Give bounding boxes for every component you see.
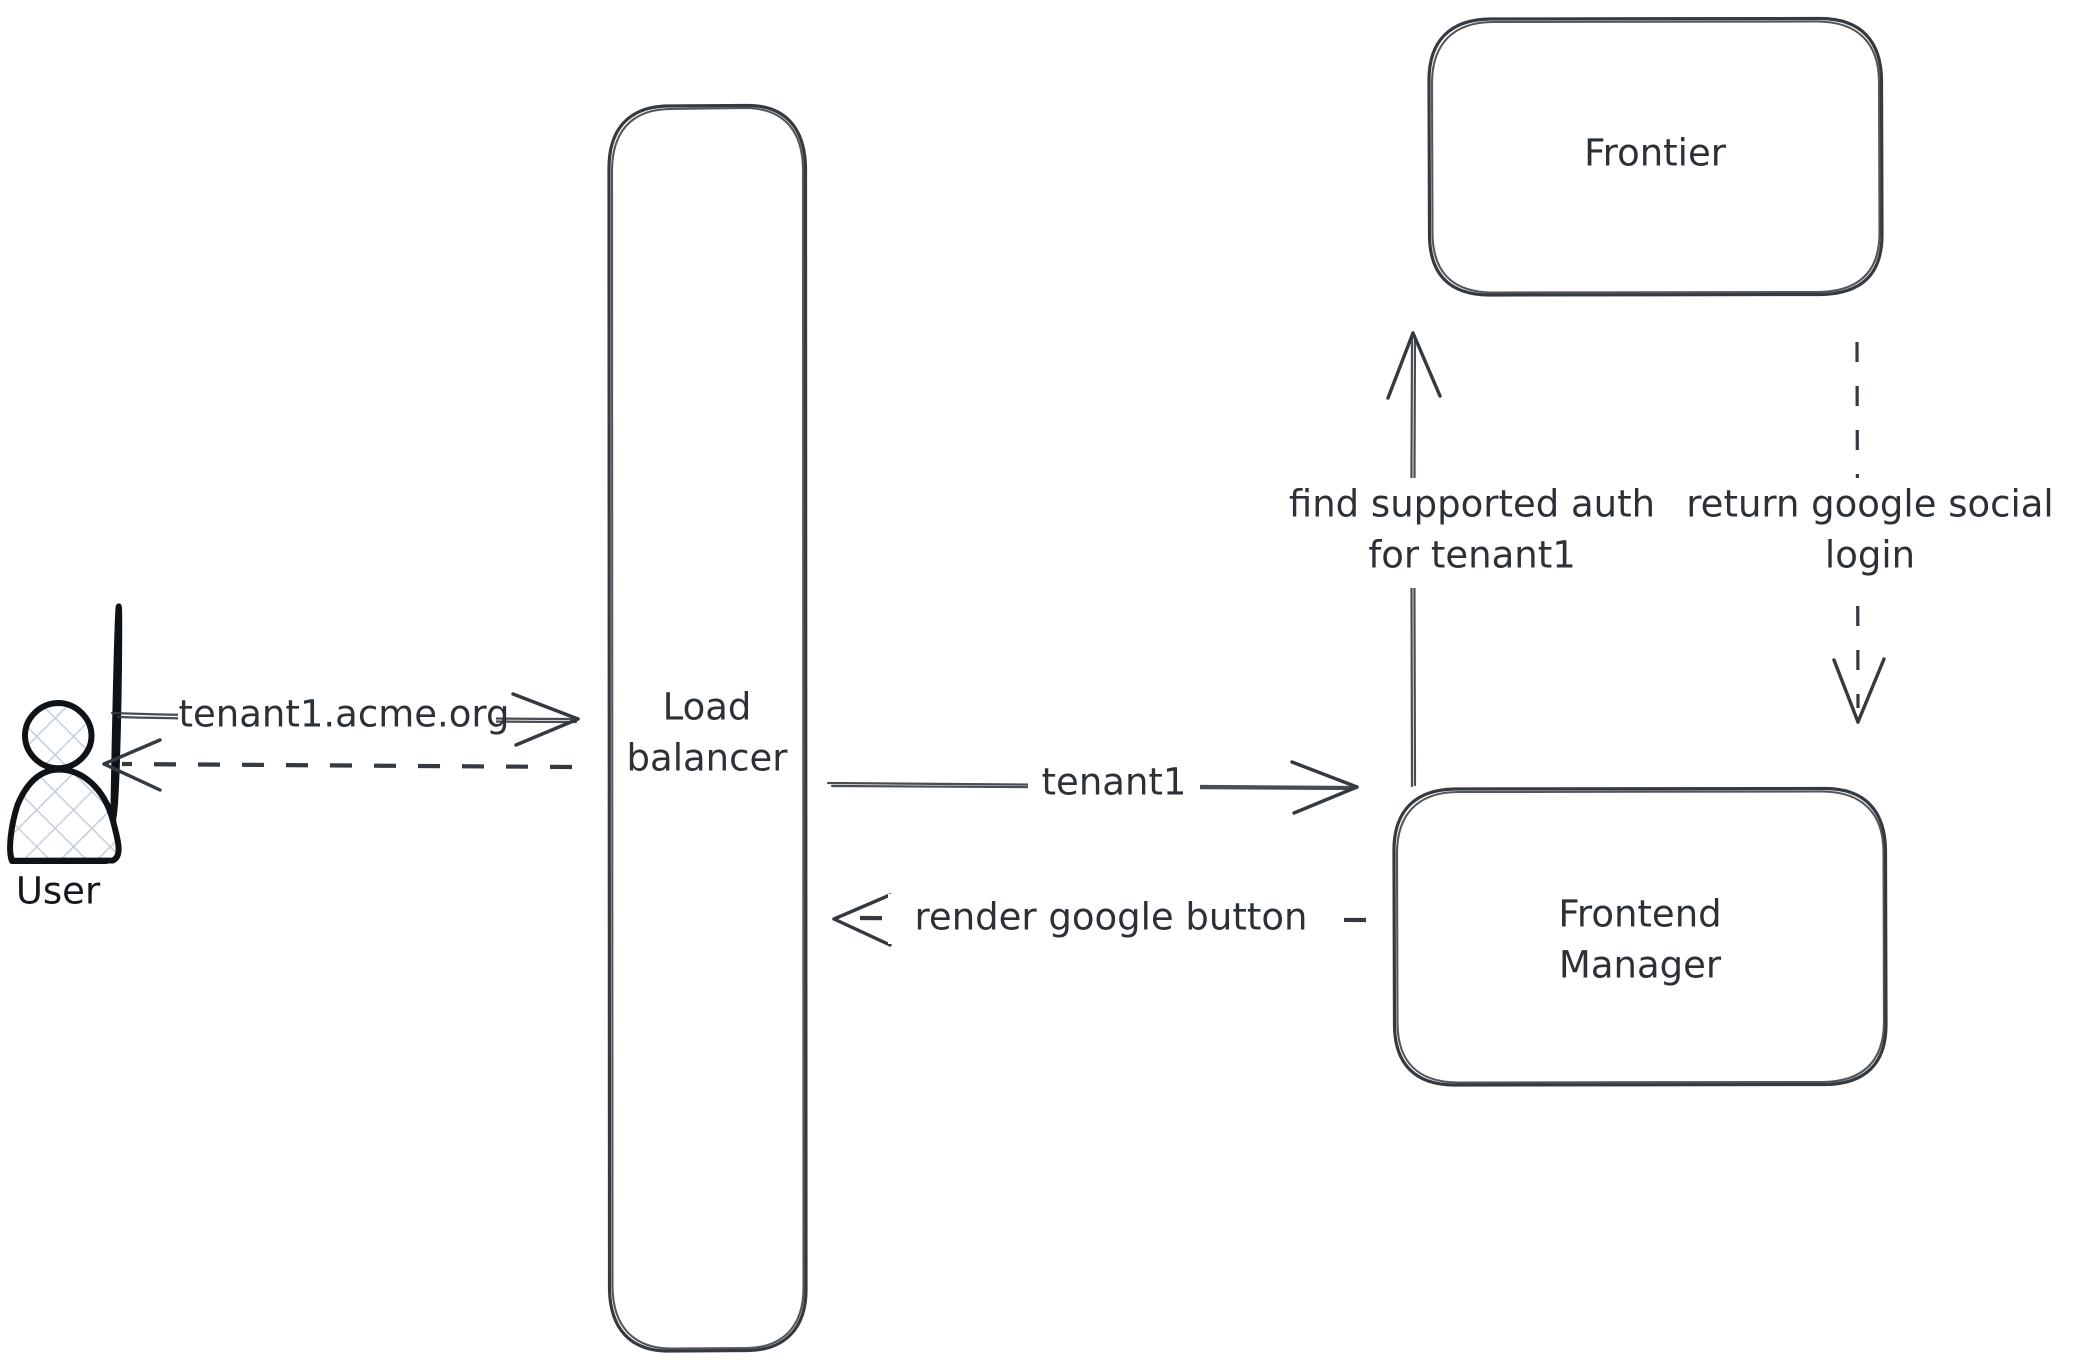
edge-label-return-google-social-line2: login — [1825, 534, 1915, 577]
edge-label-return-google-social-line1: return google social — [1686, 483, 2053, 526]
frontier-node[interactable]: Frontier — [1427, 16, 1884, 297]
edge-load-balancer-to-frontend-manager: tenant1 — [826, 760, 1359, 815]
load-balancer-label-line1: Load — [663, 686, 752, 729]
edge-frontier-to-frontend-manager: return google social login — [1664, 341, 2076, 724]
edge-label-bg — [1028, 761, 1200, 809]
frontier-box — [1427, 16, 1884, 297]
edge-label-find-supported-auth-line1: find supported auth — [1289, 483, 1655, 526]
edge-label-tenant1-acme-org: tenant1.acme.org — [179, 693, 510, 736]
edge-label-bg — [1218, 478, 1728, 588]
frontend-manager-box-ghost — [1395, 790, 1886, 1084]
frontend-manager-label-line2: Manager — [1559, 944, 1722, 987]
frontend-manager-label-line1: Frontend — [1558, 893, 1721, 936]
edge-load-balancer-to-user — [102, 738, 573, 792]
frontier-box-ghost — [1430, 20, 1881, 294]
frontier-label-line1: Frontier — [1584, 132, 1727, 175]
person-icon-body-outline — [7, 766, 122, 864]
edge-label-render-google-button: render google button — [915, 896, 1308, 939]
edge-label-find-supported-auth-line2: for tenant1 — [1368, 534, 1576, 577]
load-balancer-label-line2: balancer — [627, 737, 789, 780]
user-actor-label: User — [16, 870, 101, 913]
person-icon-head — [22, 700, 95, 772]
edge-label-tenant1: tenant1 — [1042, 761, 1187, 804]
load-balancer-box-ghost — [610, 106, 805, 1350]
user-actor: User — [7, 603, 123, 913]
frontend-manager-node[interactable]: Frontend Manager — [1392, 786, 1888, 1087]
load-balancer-node[interactable]: Load balancer — [607, 103, 808, 1353]
edge-label-bg — [1664, 478, 2076, 588]
edge-label-bg — [178, 693, 496, 741]
load-balancer-box — [607, 103, 808, 1353]
frontend-manager-box — [1392, 786, 1888, 1087]
edge-frontend-manager-to-frontier: find supported auth for tenant1 — [1218, 331, 1728, 788]
edge-user-to-load-balancer: tenant1.acme.org — [110, 692, 580, 747]
edge-frontend-manager-to-load-balancer: render google button — [832, 893, 1367, 947]
edge-label-bg — [888, 894, 1334, 944]
